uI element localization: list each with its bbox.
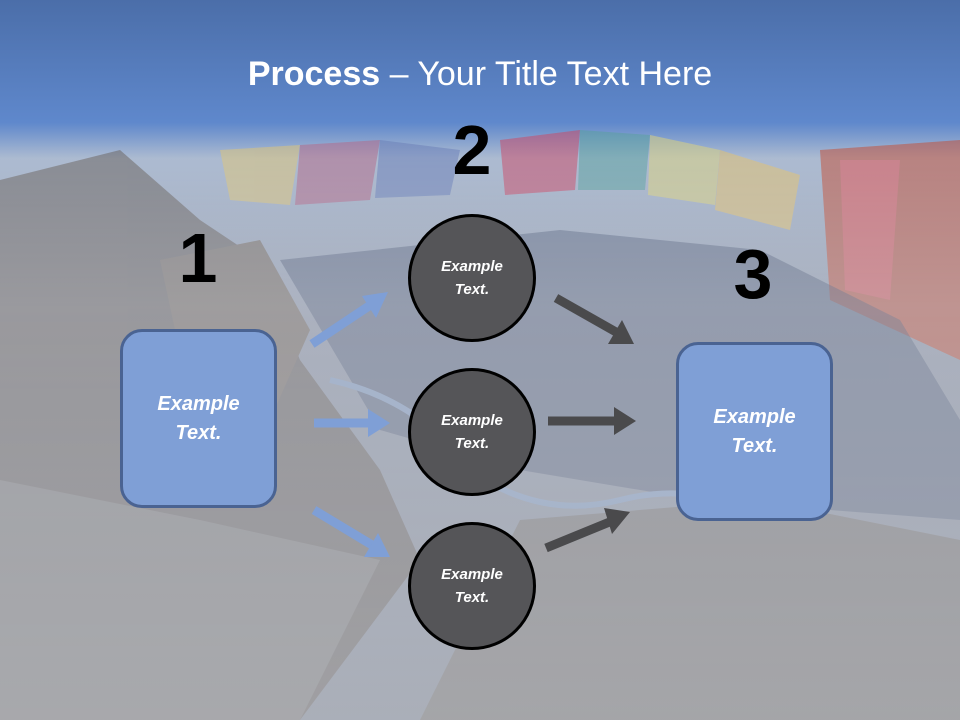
circle-middle: Example Text. [408, 368, 536, 496]
arrow-left-to-bottom [311, 506, 390, 557]
step-1-number: 1 [178, 219, 218, 297]
circle-top-text: Example Text. [441, 258, 503, 298]
circle-bottom: Example Text. [408, 522, 536, 650]
left-step-box: Example Text. [120, 329, 277, 508]
circle-middle-text: Example Text. [441, 412, 503, 452]
right-step-text: Example Text. [713, 405, 796, 457]
title-rest: – Your Title Text Here [380, 55, 713, 93]
arrow-left-to-top [309, 292, 388, 348]
slide-title: Process – Your Title Text Here [0, 52, 960, 96]
arrow-middle-to-right [548, 407, 636, 435]
left-step-text: Example Text. [157, 392, 240, 444]
arrow-left-to-middle [314, 409, 390, 437]
arrow-bottom-to-right [544, 508, 630, 553]
title-bold: Process [247, 55, 381, 93]
right-step-box: Example Text. [676, 342, 833, 521]
circle-bottom-text: Example Text. [441, 566, 503, 606]
step-3-number: 3 [733, 235, 773, 313]
circle-top: Example Text. [408, 214, 536, 342]
arrow-top-to-right [553, 294, 634, 344]
step-2-number: 2 [452, 111, 492, 189]
